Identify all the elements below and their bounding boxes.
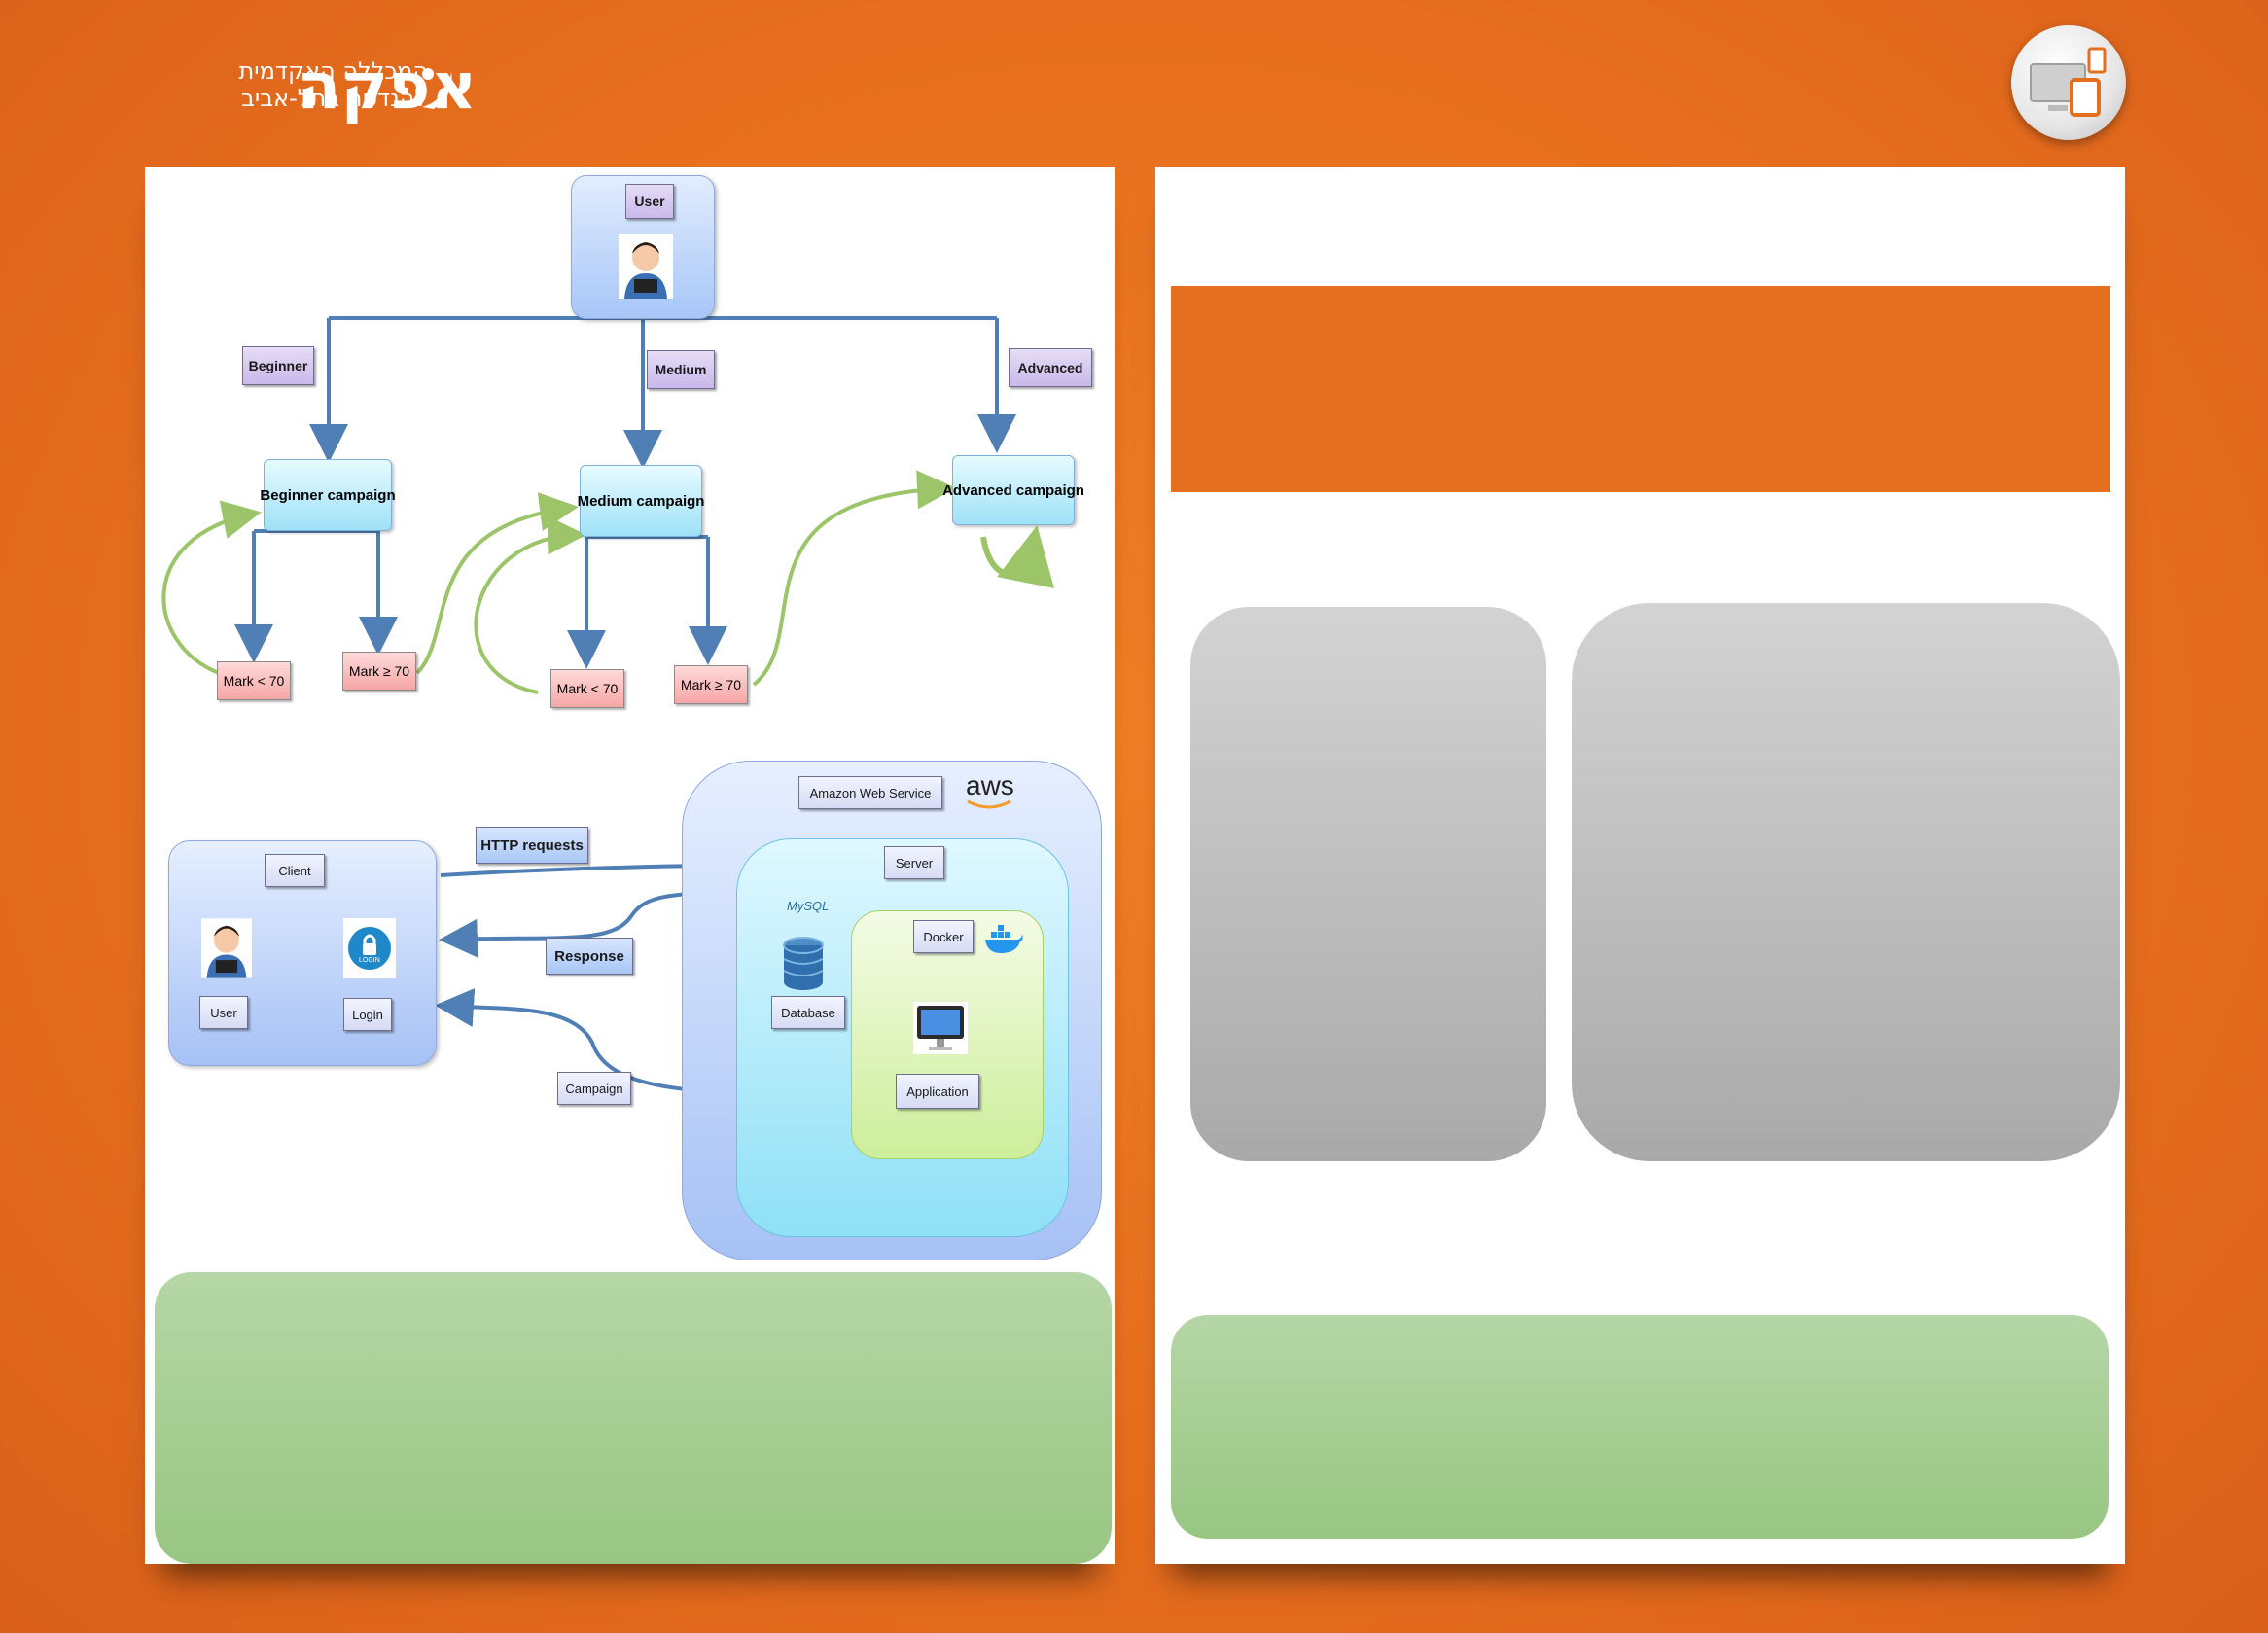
advanced-campaign-node: Advanced campaign <box>942 455 1084 525</box>
aws-logo-text: aws <box>966 770 1014 800</box>
user-root-node: User <box>571 175 715 319</box>
mark-below-70-medium: Mark < 70 <box>550 669 624 708</box>
aws-smile-icon <box>967 799 1011 809</box>
orange-banner <box>1171 286 2110 492</box>
user-root-label: User <box>625 184 674 219</box>
client-user-avatar-icon <box>201 918 252 978</box>
amazon-web-service-label: Amazon Web Service <box>798 776 942 809</box>
client-label: Client <box>265 854 325 887</box>
right-panel <box>1155 167 2125 1564</box>
docker-label: Docker <box>913 920 974 953</box>
beginner-campaign-node: Beginner campaign <box>260 459 396 531</box>
aws-logo: aws <box>966 770 1024 809</box>
logo-line-2: להנדסה בתל-אביב <box>240 85 428 112</box>
level-medium-label: Medium <box>647 350 715 389</box>
server-label: Server <box>884 846 944 879</box>
mysql-logo: MySQL <box>787 899 830 913</box>
database-icon <box>783 937 824 990</box>
docker-whale-icon <box>985 925 1023 953</box>
right-green-panel <box>1171 1315 2109 1539</box>
medium-campaign-node: Medium campaign <box>578 465 704 537</box>
logo-mark-icon <box>422 68 452 109</box>
database-label: Database <box>771 996 845 1029</box>
gray-placeholder-right <box>1572 603 2120 1161</box>
campaign-label: Campaign <box>557 1072 631 1105</box>
response-label: Response <box>546 938 633 975</box>
left-panel: User Beginner Medium Advanced Beginner c… <box>145 167 1115 1564</box>
gray-placeholder-left <box>1190 607 1546 1161</box>
mark-above-70-medium: Mark ≥ 70 <box>674 665 748 704</box>
application-label: Application <box>896 1074 979 1109</box>
level-beginner-label: Beginner <box>242 346 314 385</box>
logo-line-1: המכללה האקדמית <box>238 57 428 85</box>
user-avatar-icon <box>619 234 673 299</box>
mark-above-70-beginner: Mark ≥ 70 <box>342 652 416 691</box>
devices-icon <box>2030 47 2107 117</box>
devices-badge <box>2011 25 2126 140</box>
client-user-label: User <box>199 996 248 1029</box>
login-lock-icon: LOGIN <box>343 918 396 978</box>
http-requests-label: HTTP requests <box>476 827 588 864</box>
left-green-panel <box>155 1272 1112 1564</box>
computer-monitor-icon <box>913 1002 968 1054</box>
logo-main-text: אפקה <box>297 49 478 124</box>
mark-below-70-beginner: Mark < 70 <box>217 661 291 700</box>
client-login-label: Login <box>343 998 392 1031</box>
lock-icon <box>348 927 391 970</box>
afeka-logo: המכללה האקדמית להנדסה בתל-אביב אפקה <box>136 53 477 124</box>
level-advanced-label: Advanced <box>1009 348 1092 387</box>
login-icon-text: LOGIN <box>359 957 380 964</box>
